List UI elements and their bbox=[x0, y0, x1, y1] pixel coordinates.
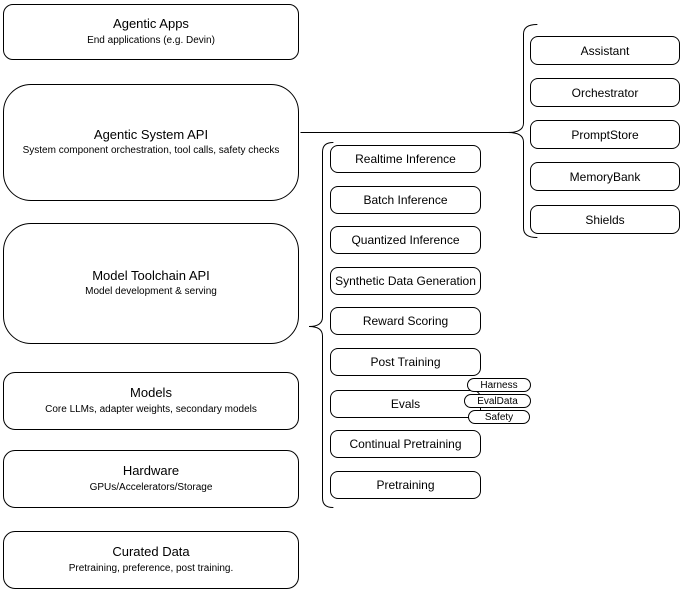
component-assistant: Assistant bbox=[530, 36, 680, 65]
box-agentic-apps: Agentic Apps End applications (e.g. Devi… bbox=[3, 4, 299, 60]
box-models: Models Core LLMs, adapter weights, secon… bbox=[3, 372, 299, 430]
box-subtitle: System component orchestration, tool cal… bbox=[22, 145, 280, 157]
toolchain-item-pretraining: Pretraining bbox=[330, 471, 481, 499]
toolchain-brace bbox=[308, 142, 334, 508]
toolchain-item-evals: Evals bbox=[330, 390, 481, 418]
box-subtitle: GPUs/Accelerators/Storage bbox=[89, 481, 213, 493]
box-subtitle: End applications (e.g. Devin) bbox=[87, 34, 215, 46]
box-subtitle: Model development & serving bbox=[85, 286, 217, 298]
toolchain-item-synthetic-data-generation: Synthetic Data Generation bbox=[330, 267, 481, 295]
toolchain-item-post-training: Post Training bbox=[330, 348, 481, 376]
box-title: Curated Data bbox=[112, 544, 190, 560]
box-model-toolchain-api: Model Toolchain API Model development & … bbox=[3, 223, 299, 344]
eval-tag-safety: Safety bbox=[468, 410, 530, 424]
box-hardware: Hardware GPUs/Accelerators/Storage bbox=[3, 450, 299, 508]
box-subtitle: Core LLMs, adapter weights, secondary mo… bbox=[45, 403, 257, 415]
box-title: Agentic Apps bbox=[113, 16, 189, 32]
toolchain-item-batch-inference: Batch Inference bbox=[330, 186, 481, 214]
box-title: Model Toolchain API bbox=[92, 267, 210, 283]
box-agentic-system-api: Agentic System API System component orch… bbox=[3, 84, 299, 201]
box-title: Models bbox=[130, 385, 172, 401]
eval-tag-evaldata: EvalData bbox=[464, 394, 531, 408]
component-promptstore: PromptStore bbox=[530, 120, 680, 149]
toolchain-item-reward-scoring: Reward Scoring bbox=[330, 307, 481, 335]
toolchain-item-quantized-inference: Quantized Inference bbox=[330, 226, 481, 254]
component-shields: Shields bbox=[530, 205, 680, 234]
component-memorybank: MemoryBank bbox=[530, 162, 680, 191]
box-title: Agentic System API bbox=[93, 126, 209, 142]
eval-tag-harness: Harness bbox=[467, 378, 531, 392]
box-title: Hardware bbox=[122, 463, 180, 479]
toolchain-item-continual-pretraining: Continual Pretraining bbox=[330, 430, 481, 458]
box-subtitle: Pretraining, preference, post training. bbox=[68, 562, 234, 574]
box-curated-data: Curated Data Pretraining, preference, po… bbox=[3, 531, 299, 589]
toolchain-item-realtime-inference: Realtime Inference bbox=[330, 145, 481, 173]
component-orchestrator: Orchestrator bbox=[530, 78, 680, 107]
